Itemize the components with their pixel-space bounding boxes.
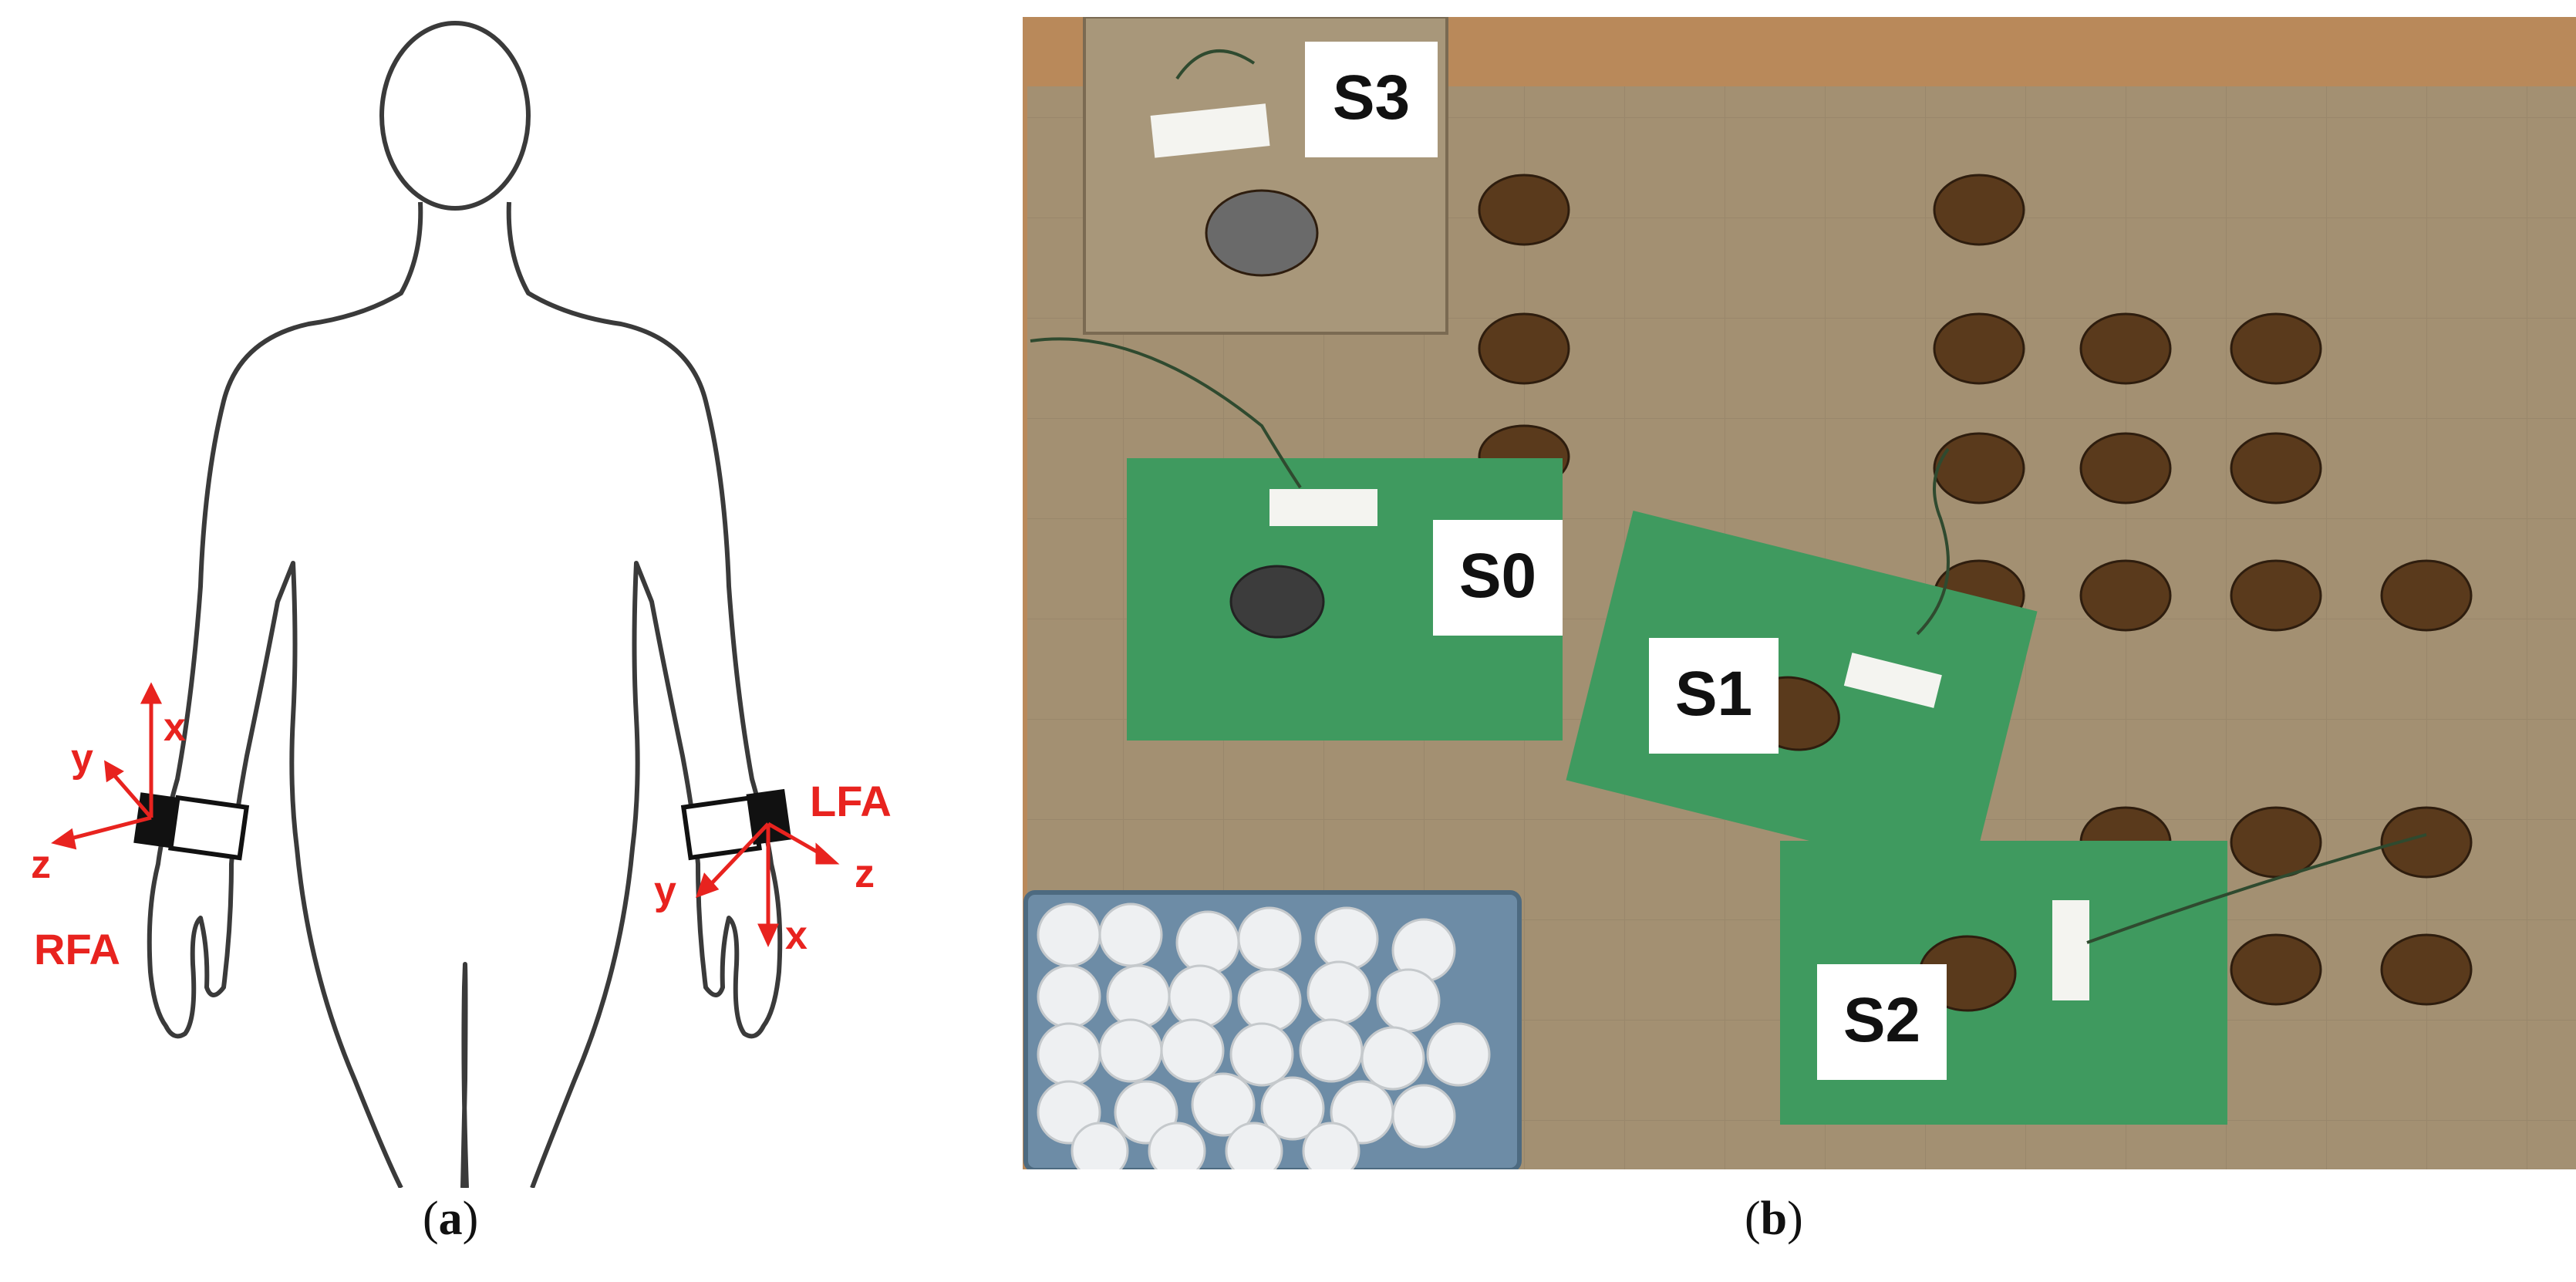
body-diagram-panel: x y z RFA LFA z y x xyxy=(0,0,1003,1282)
caption-a-letter: a xyxy=(438,1193,463,1245)
body-outline xyxy=(147,201,783,1189)
caption-a: (a) xyxy=(423,1193,479,1245)
right-sensor-axes xyxy=(51,682,163,850)
head-outline xyxy=(379,21,531,211)
body-outline-figure: x y z RFA LFA z y x xyxy=(31,21,892,1189)
golf-ball-tray xyxy=(1023,890,1522,1180)
s1-label: S1 xyxy=(1675,659,1752,729)
lfa-label: LFA xyxy=(810,777,892,825)
left-y-axis-label: y xyxy=(654,869,676,913)
station-s0: S0 xyxy=(1127,458,1563,741)
station-board-photo: S3 S0 S1 S2 xyxy=(1023,15,2576,1180)
rfa-label: RFA xyxy=(34,925,120,973)
sensor-wires xyxy=(1030,49,2427,944)
station-s2: S2 xyxy=(1780,841,2227,1125)
s2-label: S2 xyxy=(1843,985,1920,1055)
caption-b-letter: b xyxy=(1760,1193,1788,1245)
right-forearm-sensor xyxy=(133,792,250,861)
left-forearm-sensor xyxy=(680,788,792,861)
left-z-axis-label: z xyxy=(855,852,875,896)
caption-b: (b) xyxy=(1745,1193,1803,1245)
right-y-axis-label: y xyxy=(71,736,93,781)
right-z-axis-label: z xyxy=(31,842,51,887)
s3-label: S3 xyxy=(1333,62,1410,133)
board-photo-figure: S3 S0 S1 S2 xyxy=(1023,15,2576,1180)
golf-balls xyxy=(1037,902,1491,1180)
left-sensor-axes xyxy=(695,821,840,948)
left-x-axis-label: x xyxy=(785,913,808,958)
station-s1-label: S1 xyxy=(1649,638,1779,754)
s0-label: S0 xyxy=(1459,541,1536,611)
station-s3: S3 xyxy=(1083,15,1448,335)
right-x-axis-label: x xyxy=(164,705,186,750)
